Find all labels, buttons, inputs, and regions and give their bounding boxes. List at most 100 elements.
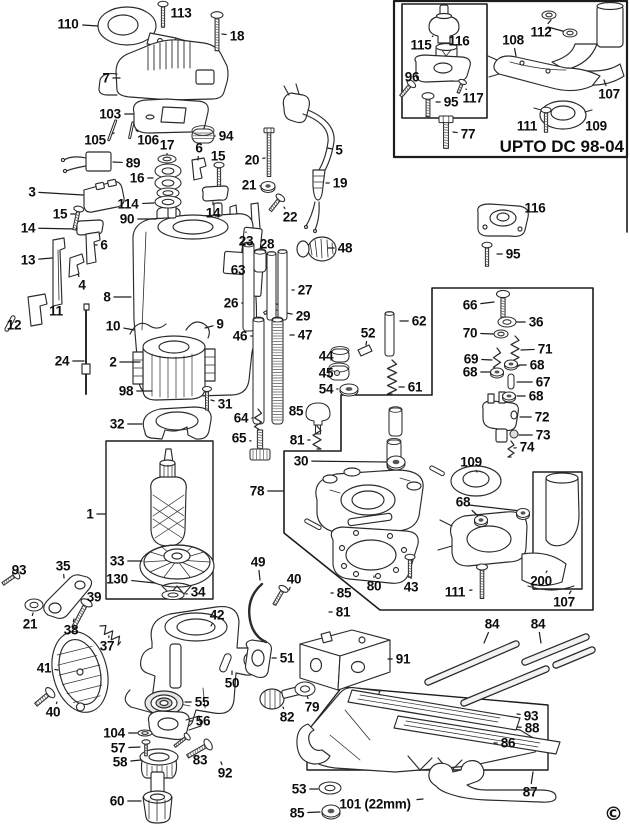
hardware-washer-icon [154,175,182,191]
part-label-32: 32 [109,416,125,432]
hardware-screw-icon [481,241,493,267]
hardware-washer-icon [154,163,182,179]
hardware-spring-icon [312,425,322,450]
part-label-19: 19 [332,175,348,191]
part-label-6: 6 [100,237,108,253]
hardware-cylinder-icon [388,406,403,437]
part-label-80: 80 [366,578,382,594]
hardware-cylinder-icon [271,316,284,425]
part-label-47: 47 [297,327,313,343]
hardware-cylinder-icon [277,249,288,321]
part-label-51: 51 [279,650,295,666]
part-label-92: 92 [217,765,233,781]
bracket-drawing [27,293,48,327]
part-label-109: 109 [585,118,607,134]
hardware-pin-icon [507,373,515,390]
brush-bar-drawing [52,237,66,307]
part-label-61: 61 [407,379,423,395]
part-label-43: 43 [403,579,419,595]
part-label-66: 66 [462,297,478,313]
hardware-washer-icon [154,195,182,209]
hardware-screw-icon [34,687,56,707]
part-label-93: 93 [523,708,539,724]
hardware-spring-icon [386,359,398,395]
long-pin-drawing [81,303,91,395]
part-label-39: 39 [86,589,102,605]
hardware-screw-icon [72,205,85,231]
hardware-nut-icon [339,383,359,397]
part-label-115: 115 [410,37,432,53]
hardware-screw-icon [186,738,213,759]
part-label-88: 88 [524,720,540,736]
part-label-81: 81 [335,604,351,620]
part-label-48: 48 [337,240,353,256]
part-label-87: 87 [522,784,538,800]
part-label-68: 68 [462,364,478,380]
part-label-12: 12 [6,317,22,333]
bracket-drawing [68,253,85,278]
hardware-spring-icon [99,624,122,646]
part-label-14: 14 [20,220,36,236]
part-label-104: 104 [103,725,125,741]
part-label-107: 107 [553,594,575,610]
hardware-pin-icon [304,518,322,531]
hardware-screw-icon [71,598,93,629]
capacitor-module-drawing [60,151,112,174]
part-label-90: 90 [119,211,135,227]
bracket-drawing [85,231,101,265]
hardware-washer-icon [156,187,180,199]
hardware-screw-icon [173,732,191,748]
part-label-4: 4 [78,277,86,293]
hardware-ball-icon [509,429,519,439]
part-label-38: 38 [63,622,79,638]
part-label-11: 11 [49,303,63,319]
part-label-2: 2 [109,354,117,370]
part-label-45: 45 [318,365,334,381]
part-label-130: 130 [106,571,128,587]
part-label-23: 23 [238,233,254,249]
motor-top-cover-drawing [98,39,229,101]
turret-stop-drawing [482,391,519,443]
hardware-washer-icon [541,10,557,20]
brush-lead-drawing [185,321,210,339]
hardware-screw-icon [141,739,151,757]
part-label-117: 117 [462,90,484,106]
part-label-15: 15 [52,206,68,222]
bearing-clamp-drawing [142,406,212,440]
part-label-6: 6 [195,140,203,156]
inset-ring-drawing [533,100,593,130]
hardware-washer-icon [157,154,177,164]
part-label-84: 84 [530,616,546,632]
part-label-60: 60 [109,793,125,809]
part-label-73: 73 [535,427,551,443]
hardware-nut-icon [503,359,519,371]
switch-drawing [83,178,125,213]
part-label-110: 110 [57,16,79,32]
brush-lead-drawing [129,322,167,335]
hardware-washer-icon [493,329,509,339]
power-cord-drawing [282,83,335,234]
part-label-94: 94 [218,128,234,144]
hardware-washer-icon [294,681,316,697]
part-label-49: 49 [250,554,266,570]
part-label-71: 71 [537,341,553,357]
side-cover-drawing [51,631,109,713]
part-label-50: 50 [224,675,240,691]
hardware-rod-icon [424,640,520,686]
part-label-16: 16 [129,170,145,186]
part-label-200: 200 [530,573,552,589]
inset-bracket-drawing [487,55,601,92]
clamp-block-drawing [299,629,391,691]
hardware-screw-icon [421,92,435,118]
part-label-101-22mm-: 101 (22mm) [339,796,411,812]
hardware-glyphs [1,0,596,820]
flat-key-drawing [357,344,373,357]
hardware-washer-icon [497,316,517,328]
part-label-95: 95 [443,94,459,110]
hardware-spring-icon [507,440,515,458]
part-label-62: 62 [411,313,427,329]
inset-caption: UPTO DC 98-04 [499,137,624,156]
hardware-screw-icon [456,78,467,94]
hardware-pin-icon [107,119,118,142]
